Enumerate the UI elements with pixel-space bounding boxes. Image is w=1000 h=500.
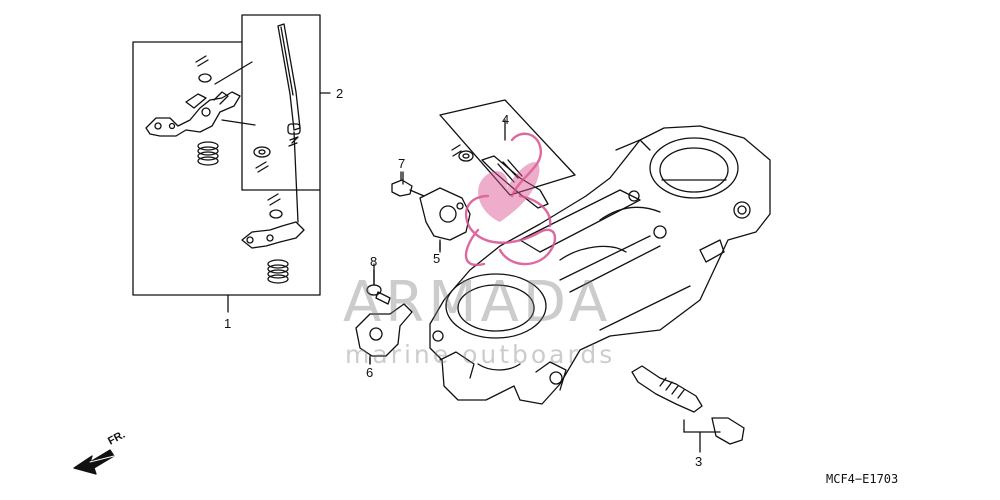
link-lever-upper [145,55,256,137]
spring-upper-a [197,141,219,166]
adjust-screw [451,144,549,209]
link-lever-lower [241,131,305,249]
spring-lower [267,259,289,284]
bolt-7 [391,171,425,197]
throttle-body [429,125,771,405]
callout-2: 2 [336,86,344,101]
diagram-code: MCF4−E1703 [826,472,899,486]
watermark-subtitle: marine outboards [345,340,616,369]
callout-6: 6 [366,365,374,380]
front-arrow [73,449,115,475]
callout-3: 3 [695,454,703,469]
watermark-logo [464,132,557,267]
leader-lines [369,171,441,365]
throttle-cable [277,23,301,147]
washer-upper [253,146,271,173]
callout-5: 5 [433,251,441,266]
callout-7: 7 [398,156,406,171]
callout-4: 4 [502,112,510,127]
group-4-frame [439,99,576,196]
watermark-title: ARMADA [343,270,612,335]
callout-1: 1 [224,316,232,331]
sensor-bracket [419,187,471,253]
callout-8: 8 [370,254,378,269]
sensor-3 [631,365,745,453]
group-1-frame [132,41,321,313]
group-2-frame [241,14,331,191]
